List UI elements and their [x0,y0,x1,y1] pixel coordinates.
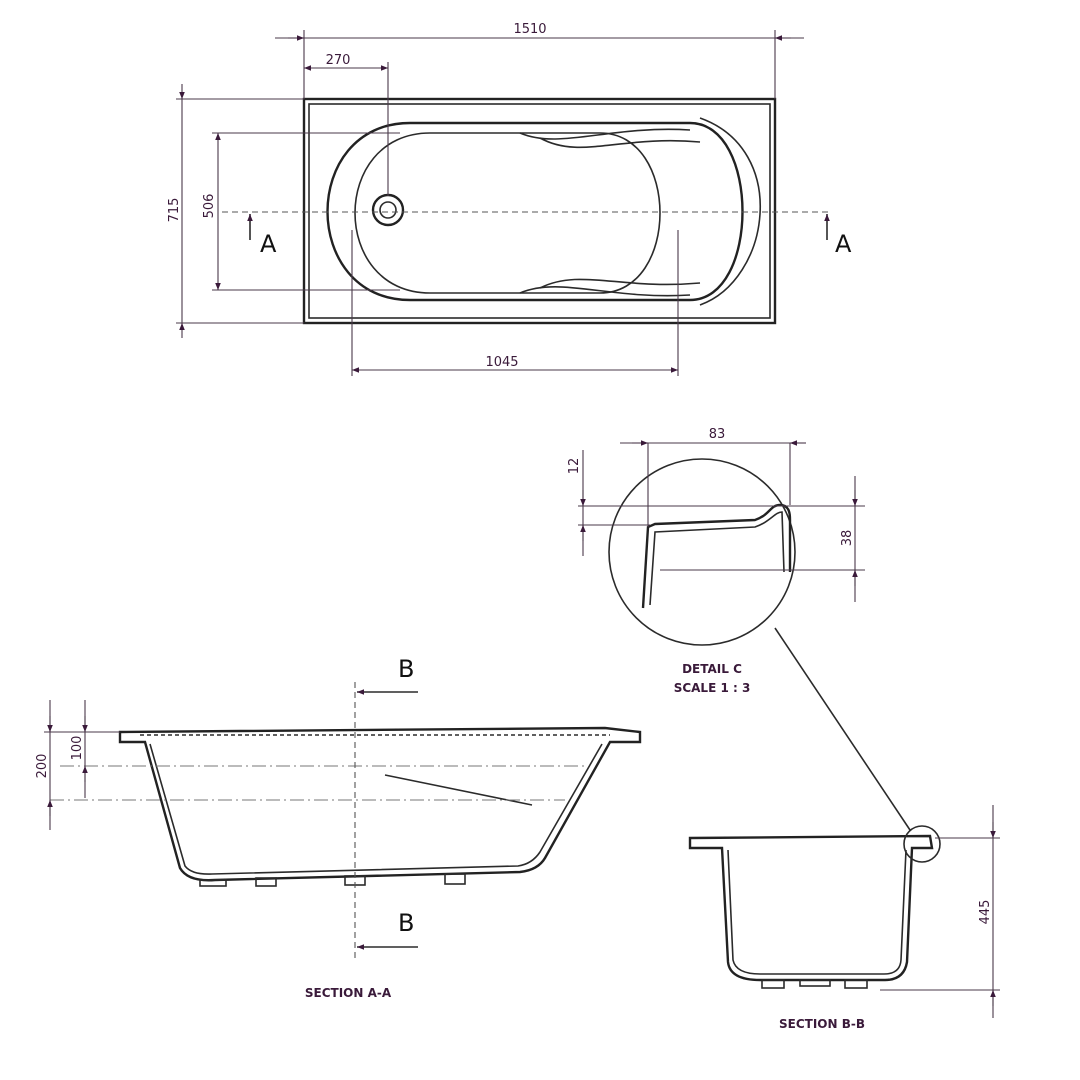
dim-rim-depth: 38 [840,530,855,547]
tub-outline [302,97,777,325]
detail-leader-line [774,627,911,831]
drain-icon [371,193,405,227]
tub-rim-oval [326,121,744,302]
section-marker-b-top: B [398,655,414,683]
dim-height-445: 445 [978,900,993,925]
dim-rim-step: 12 [567,458,582,475]
dim-overall-length: 1510 [513,22,546,37]
section-b-b-title: SECTION B-B [779,1017,865,1031]
section-marker-b-bottom: B [398,909,414,937]
dim-basin-width: 506 [202,194,217,219]
dim-rim-width: 83 [709,427,726,442]
top-view: A A 1510 270 715 506 1045 [167,22,852,376]
detail-c-scale: SCALE 1 : 3 [674,681,751,695]
section-a-a-title: SECTION A-A [305,986,392,1000]
section-a-a: 200 100 B B SECTION A-A [35,655,642,1000]
dim-depth-100: 100 [70,736,85,761]
dim-drain-offset: 270 [326,53,351,68]
section-b-b: 445 SECTION B-B [688,805,1000,1031]
dim-basin-length: 1045 [485,355,518,370]
dim-overall-width: 715 [167,198,182,223]
detail-c-title: DETAIL C [682,662,742,676]
basin-outline [354,132,661,294]
headrest-arc [699,117,761,306]
section-marker-a-right: A [835,230,852,258]
dim-depth-200: 200 [35,754,50,779]
detail-c: 83 12 38 DETAIL C SCALE 1 : 3 [567,427,911,831]
section-marker-a-left: A [260,230,277,258]
